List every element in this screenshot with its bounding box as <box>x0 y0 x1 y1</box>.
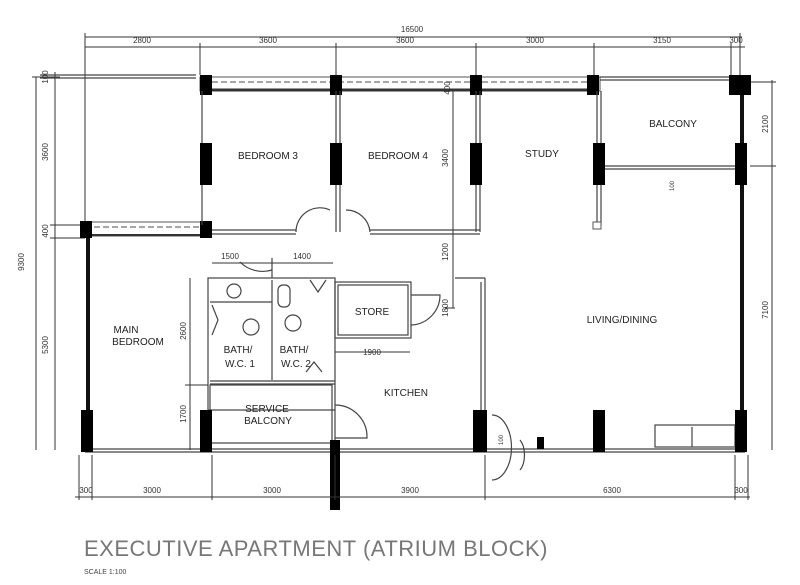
dim-100-balcony: 100 <box>670 180 676 191</box>
dim-left-total: 9300 <box>17 253 26 271</box>
dim-total-width: 16500 <box>401 25 424 34</box>
top-wall <box>40 74 751 95</box>
label-bedroom-4: BEDROOM 4 <box>368 151 428 162</box>
dim-left-4: 5300 <box>41 336 50 354</box>
dim-3400: 3400 <box>441 149 450 167</box>
dim-top-1: 2800 <box>133 36 151 45</box>
dim-1200: 1200 <box>441 243 450 261</box>
dim-2600: 2600 <box>179 322 188 340</box>
dim-left-2: 3600 <box>41 143 50 161</box>
label-balcony: BALCONY <box>649 119 697 130</box>
right-dimensions: 2100 7100 <box>750 80 776 450</box>
dim-bottom-5: 6300 <box>603 486 621 495</box>
dim-bottom-2: 3000 <box>143 486 161 495</box>
label-main-bedroom-1: MAIN <box>114 325 139 336</box>
dim-1800: 1800 <box>441 299 450 317</box>
dim-top-5: 3150 <box>653 36 671 45</box>
label-bedroom-3: BEDROOM 3 <box>238 151 298 162</box>
label-bath-2a: BATH/ <box>280 345 309 356</box>
dim-left-3: 400 <box>41 224 50 238</box>
label-kitchen: KITCHEN <box>384 388 428 399</box>
dim-400: 400 <box>443 81 452 95</box>
plan-scale: SCALE 1:100 <box>84 569 127 576</box>
label-living-dining: LIVING/DINING <box>587 315 658 326</box>
bottom-dimensions: 300 3000 3000 3900 6300 300 <box>75 455 750 500</box>
left-dimensions: 9300 100 3600 400 5300 <box>17 70 85 450</box>
plan-title: EXECUTIVE APARTMENT (ATRIUM BLOCK) <box>84 536 548 561</box>
dim-1400: 1400 <box>293 252 311 261</box>
label-main-bedroom-2: BEDROOM <box>112 337 164 348</box>
dim-left-1: 100 <box>41 70 50 84</box>
label-store: STORE <box>355 307 390 318</box>
label-service-balcony-2: BALCONY <box>244 416 292 427</box>
label-study: STUDY <box>525 149 559 160</box>
dim-top-6: 300 <box>729 36 743 45</box>
left-window <box>80 221 212 238</box>
columns <box>81 143 747 510</box>
top-dimensions: 16500 2800 3600 3600 3000 3150 300 <box>84 25 745 225</box>
dim-bottom-6: 300 <box>734 486 748 495</box>
dim-1500: 1500 <box>221 252 239 261</box>
dim-top-3: 3600 <box>396 36 414 45</box>
dim-bottom-1: 300 <box>79 486 93 495</box>
dim-top-4: 3000 <box>526 36 544 45</box>
label-service-balcony-1: SERVICE <box>245 404 289 415</box>
dim-1700: 1700 <box>179 405 188 423</box>
room-labels: BEDROOM 3 BEDROOM 4 STUDY BALCONY MAIN B… <box>112 119 697 427</box>
dim-1900: 1900 <box>363 348 381 357</box>
dim-right-1: 2100 <box>761 115 770 133</box>
interior-dimensions: 400 3400 1200 1800 2600 1700 1500 1400 1… <box>179 81 676 450</box>
dim-100-entrance: 100 <box>499 434 505 445</box>
dim-bottom-3: 3000 <box>263 486 281 495</box>
dim-right-2: 7100 <box>761 301 770 319</box>
label-bath-1a: BATH/ <box>224 345 253 356</box>
dim-top-2: 3600 <box>259 36 277 45</box>
dim-bottom-4: 3900 <box>401 486 419 495</box>
label-bath-1b: W.C. 1 <box>225 359 255 370</box>
label-bath-2b: W.C. 2 <box>281 359 311 370</box>
